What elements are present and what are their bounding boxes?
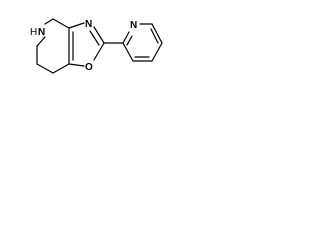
atom-nh: H N	[30, 27, 45, 38]
bond-oxazole-o-c	[68, 63, 85, 67]
atom-n-pyridine: N	[130, 20, 137, 31]
bond-oxazole-c-n	[68, 22, 85, 29]
atom-nh-symbol: N	[38, 27, 45, 38]
bond-ring-a-bottom-left	[36, 63, 54, 74]
bond-pyr-c3-c2	[122, 42, 134, 62]
bond-oxazole-n-c2-inner	[89, 30, 100, 46]
bond-pyr-c5-c4	[151, 42, 163, 62]
structure-diagram: H N N O N	[30, 18, 163, 74]
atom-nh-hydrogen: H	[30, 27, 37, 38]
bond-ring-a-bottom-right	[52, 63, 70, 74]
bond-ring-a-nh-top	[44, 18, 54, 25]
bond-pyr-c2-n-inner	[126, 35, 133, 46]
bond-pyr-c2-n	[122, 31, 130, 44]
bond-oxazole-n-c2	[93, 26, 105, 44]
bond-ring-a-nh-bottom	[36, 36, 46, 47]
atom-n-oxazole: N	[85, 19, 92, 30]
bond-oxazole-c2-o	[93, 42, 105, 61]
bond-pyr-c6-c5	[151, 23, 163, 44]
atom-o-oxazole: O	[85, 62, 93, 73]
bond-ring-a-top	[52, 18, 70, 29]
bond-pyr-c6-c5-inner	[150, 28, 159, 44]
molecule-canvas: H N N O N	[0, 0, 197, 90]
